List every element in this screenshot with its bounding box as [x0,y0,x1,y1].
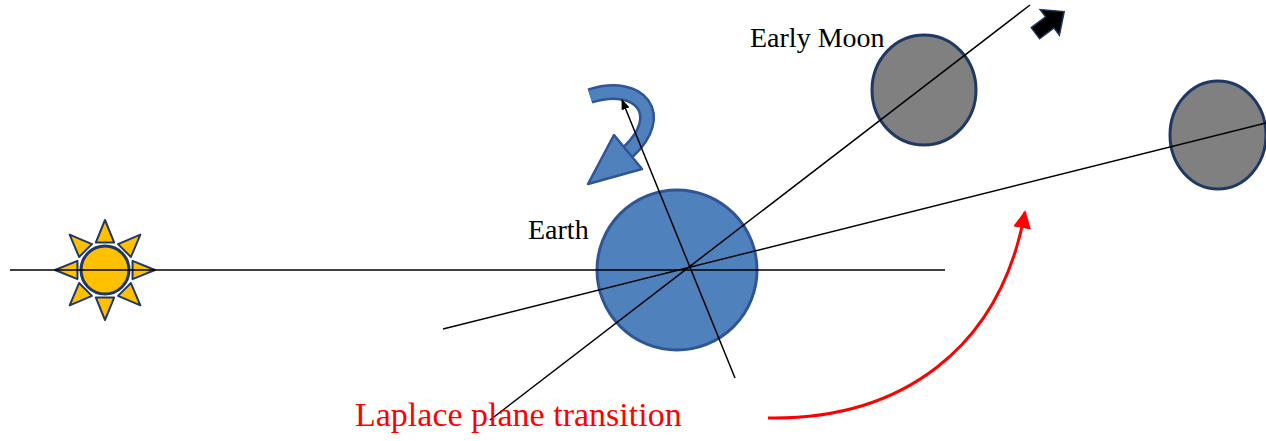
pointer-arrow [768,212,1025,418]
sun-ray [96,298,114,320]
sun-ray [133,261,155,279]
annotation-label: Laplace plane transition [355,396,682,433]
body-label: Earth [528,214,589,246]
body-ellipse [597,190,757,350]
sun-disc [81,246,129,294]
moon-orbit-line [490,5,1030,420]
spin-arrow [588,92,647,184]
body-label: Early Moon [750,22,885,54]
sun-ray [96,220,114,242]
earth-circle: Earth [520,188,760,353]
laplace-plane-line [443,123,1266,329]
sun-symbol [55,220,155,320]
moon-circle: Early Moon [742,18,987,150]
spin-axis [622,100,735,378]
label-holder: Laplace plane transition [355,396,682,433]
motion-arrow [1026,0,1074,46]
node-outline [520,188,760,353]
moon-later [1170,81,1266,189]
ecliptic-line [10,269,945,271]
sun-ray [55,261,77,279]
body-ellipse [872,35,976,145]
